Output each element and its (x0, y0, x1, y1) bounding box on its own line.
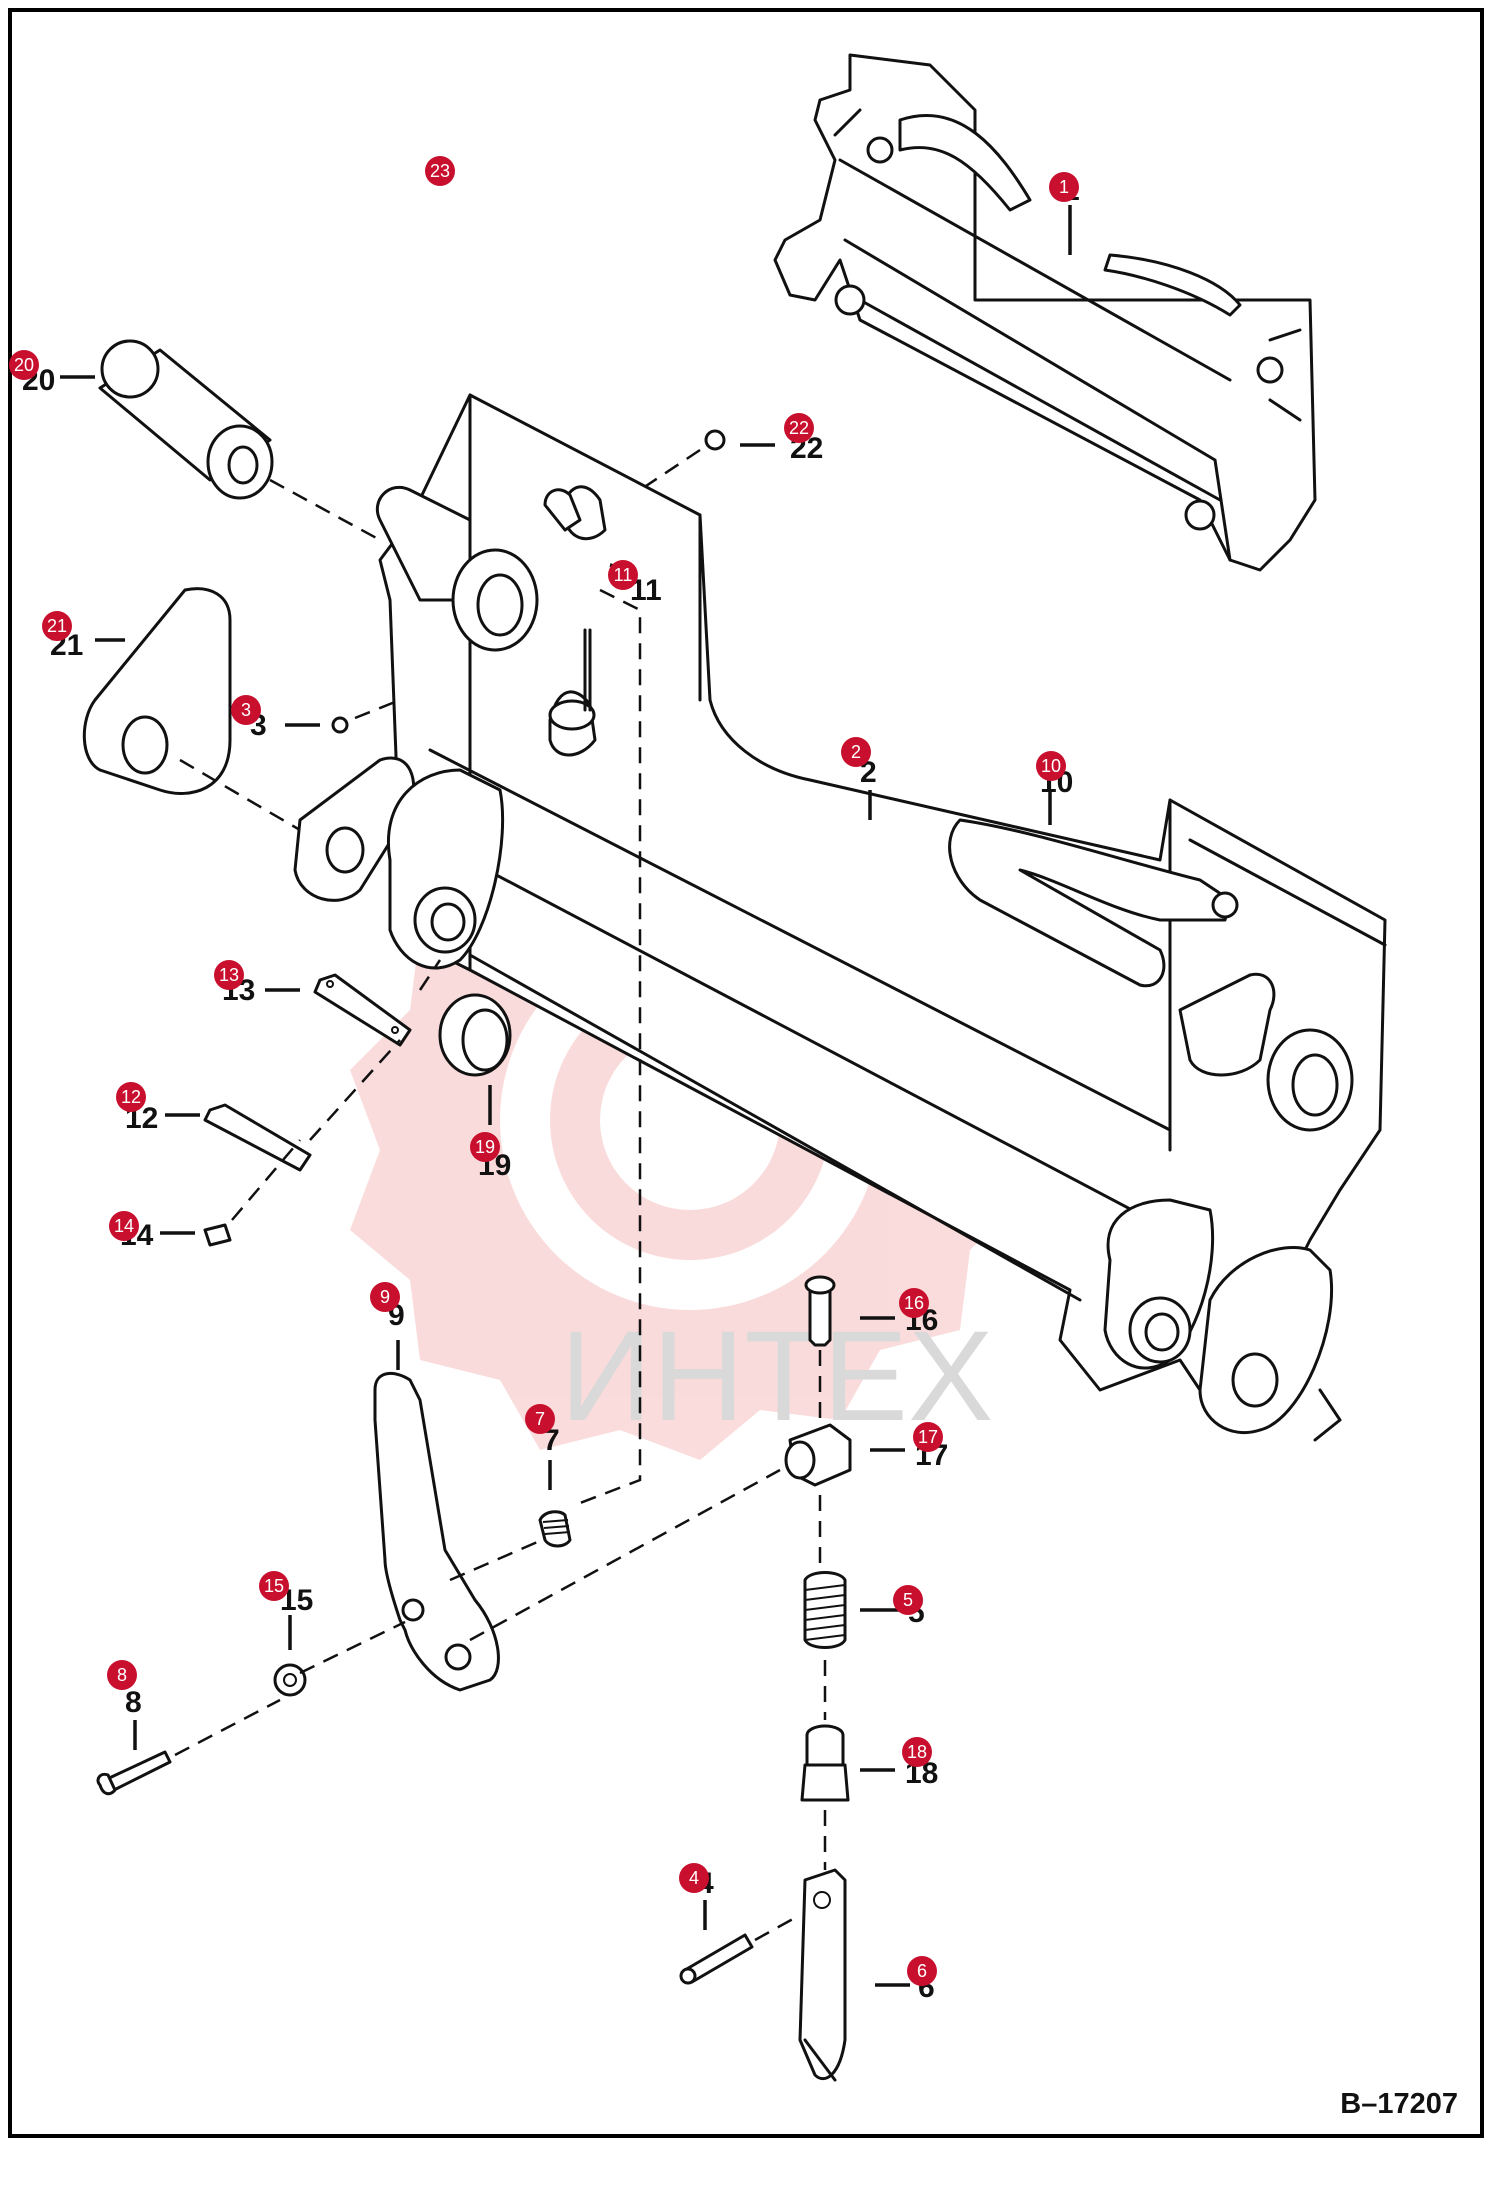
callout-marker-6[interactable]: 6 (907, 1956, 937, 1986)
part-10-handle (948, 790, 1239, 988)
callout-marker-19[interactable]: 19 (470, 1132, 500, 1162)
callout-marker-18[interactable]: 18 (902, 1737, 932, 1767)
part-16-bolt (804, 1275, 895, 1430)
svg-text:6: 6 (917, 1961, 927, 1981)
svg-text:11: 11 (614, 565, 633, 585)
callout-marker-22[interactable]: 22 (784, 413, 814, 443)
svg-text:9: 9 (380, 1287, 390, 1307)
part-15-washer (273, 1615, 406, 1697)
part-6-latch-pin (798, 1868, 910, 2082)
callout-marker-4[interactable]: 4 (679, 1863, 709, 1893)
svg-text:18: 18 (907, 1742, 927, 1762)
part-1-assembly-overview (773, 53, 1317, 572)
callout-marker-11[interactable]: 11 (608, 560, 638, 590)
callout-marker-9[interactable]: 9 (370, 1282, 400, 1312)
part-17-block (784, 1423, 905, 1570)
svg-text:17: 17 (918, 1427, 938, 1447)
callout-marker-3[interactable]: 3 (231, 695, 261, 725)
svg-text:22: 22 (789, 418, 809, 438)
callout-marker-23[interactable]: 23 (425, 156, 455, 186)
svg-text:1: 1 (1059, 177, 1069, 197)
svg-text:10: 10 (1041, 756, 1061, 776)
svg-text:21: 21 (47, 616, 67, 636)
svg-text:7: 7 (535, 1409, 545, 1429)
callout-marker-1[interactable]: 1 (1049, 172, 1079, 202)
part-4-pin (679, 1900, 801, 1985)
part-number-8: 8 (125, 1686, 142, 1719)
part-18-plunger (800, 1724, 895, 1870)
part-2-main-frame (293, 393, 1387, 1442)
callout-marker-2[interactable]: 2 (841, 737, 871, 767)
callout-marker-20[interactable]: 20 (9, 350, 39, 380)
callout-marker-8[interactable]: 8 (107, 1660, 137, 1690)
part-8-bolt (96, 1698, 281, 1796)
callout-marker-15[interactable]: 15 (259, 1571, 289, 1601)
part-19-bushing (438, 993, 512, 1125)
callout-marker-5[interactable]: 5 (893, 1585, 923, 1615)
callout-marker-21[interactable]: 21 (42, 611, 72, 641)
part-21-plate (82, 587, 301, 832)
part-20-bushing (60, 339, 381, 542)
callout-marker-7[interactable]: 7 (525, 1404, 555, 1434)
svg-text:23: 23 (430, 161, 450, 181)
callout-marker-12[interactable]: 12 (116, 1082, 146, 1112)
callout-markers: 1 2 3 4 5 6 7 8 9 10 11 12 13 14 15 16 1… (9, 156, 1079, 1986)
callout-marker-16[interactable]: 16 (899, 1288, 929, 1318)
part-14-screw (160, 1139, 301, 1247)
svg-text:13: 13 (219, 965, 239, 985)
part-12-bar (165, 1039, 401, 1172)
callout-marker-13[interactable]: 13 (214, 960, 244, 990)
svg-text:19: 19 (475, 1137, 495, 1157)
svg-text:15: 15 (264, 1576, 284, 1596)
callout-marker-14[interactable]: 14 (109, 1211, 139, 1241)
part-13-bar (265, 959, 442, 1047)
svg-text:2: 2 (851, 742, 861, 762)
svg-text:12: 12 (121, 1087, 141, 1107)
drawing-frame (8, 8, 1484, 2138)
svg-text:5: 5 (903, 1590, 913, 1610)
part-22-nut (639, 429, 775, 492)
svg-text:8: 8 (117, 1665, 127, 1685)
part-number-7: 7 (543, 1424, 560, 1457)
svg-text:3: 3 (241, 700, 251, 720)
callout-marker-17[interactable]: 17 (913, 1422, 943, 1452)
callout-marker-10[interactable]: 10 (1036, 751, 1066, 781)
svg-text:4: 4 (689, 1868, 699, 1888)
part-7-spring (538, 1460, 572, 1548)
part-5-spring (803, 1571, 900, 1720)
part-3-fastener (285, 698, 401, 734)
svg-text:14: 14 (114, 1216, 134, 1236)
figure-id: B–17207 (1340, 2088, 1458, 2120)
svg-text:16: 16 (904, 1293, 924, 1313)
svg-text:20: 20 (14, 355, 34, 375)
